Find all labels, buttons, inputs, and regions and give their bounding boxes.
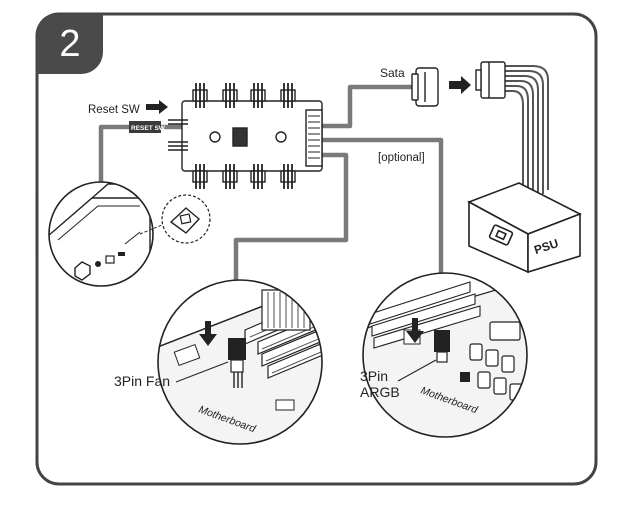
motherboard-right-zoom [363, 273, 527, 437]
step-number-badge: 2 [37, 14, 103, 74]
cables [98, 84, 444, 332]
reset-sw-plate [129, 121, 161, 133]
motherboard-right-outline [362, 272, 528, 438]
step-number: 2 [59, 22, 81, 65]
fan-connector-label: 3Pin Fan [114, 373, 170, 389]
reset-sw-plate-text: RESET SW [131, 125, 166, 132]
psu-plug [475, 61, 506, 99]
psu-cable-bundle [505, 65, 549, 205]
fan-hub [168, 83, 323, 189]
sata-to-psu-arrow-icon [449, 76, 471, 94]
case-zoom [49, 182, 153, 286]
optional-label: [optional] [378, 152, 425, 164]
case-zoom-outline [48, 181, 154, 287]
sata-label: Sata [380, 66, 405, 80]
step-frame [35, 12, 598, 486]
reset-arrow-icon [146, 100, 168, 114]
reset-sw-label: Reset SW [88, 104, 140, 116]
argb-connector-label-line1: 3Pin [360, 368, 388, 384]
psu-unit [467, 182, 582, 274]
motherboard-left-zoom [158, 280, 322, 444]
argb-connector-label-line2: ARGB [360, 384, 400, 400]
sata-connector [411, 67, 439, 107]
motherboard-left-outline [157, 279, 323, 445]
